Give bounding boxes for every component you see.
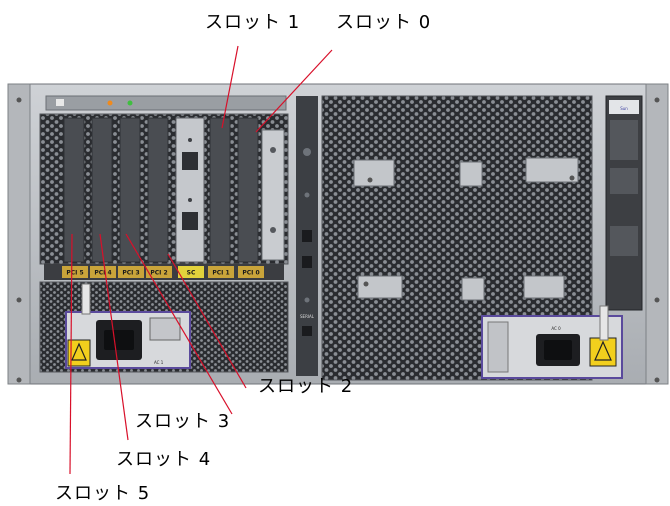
tag-pci0-label: PCI 0 — [242, 270, 259, 277]
tag-sc-label: SC — [187, 270, 196, 277]
tag-pci3 — [118, 266, 144, 278]
power-ok-led-icon — [127, 100, 133, 106]
fan-vent — [321, 95, 593, 381]
slot-1-filler-plate — [209, 117, 231, 263]
slot-4-filler-plate — [91, 117, 113, 263]
tag-pci0 — [238, 266, 264, 278]
right-power-supply: AC 0 — [481, 305, 623, 379]
slot-3-filler-plate — [119, 117, 141, 263]
callout-slot-4: スロット 4 — [116, 449, 212, 470]
tag-pci2-label: PCI 2 — [150, 270, 167, 277]
leader-line-slot-2 — [167, 253, 247, 389]
leader-line-slot-1 — [221, 45, 239, 129]
network-port-icon — [302, 256, 312, 268]
tag-pci4 — [90, 266, 116, 278]
serial-port-icon — [302, 326, 312, 336]
tag-pci1-label: PCI 1 — [212, 270, 229, 277]
serial-port-label: SERIAL — [300, 314, 315, 319]
tag-pci2 — [146, 266, 172, 278]
cable-clip-icon — [599, 305, 609, 341]
slot-2-filler-plate — [147, 117, 169, 263]
leader-line-slot-0 — [255, 49, 333, 133]
callout-slot-0: スロット 0 — [336, 12, 432, 33]
sc-port-icon — [182, 152, 198, 170]
slot-5-filler-plate — [63, 117, 85, 263]
right-power-label: AC 0 — [551, 326, 561, 331]
io-area — [39, 113, 289, 265]
slot-tag-strip: PCI 5 PCI 4 PCI 3 PCI 2 SC PCI 1 PCI 0 — [44, 264, 284, 280]
status-strip — [45, 95, 287, 111]
system-indicator-icon — [56, 99, 64, 106]
left-power-supply: AC 1 — [39, 281, 289, 373]
tag-pci4-label: PCI 4 — [94, 270, 111, 277]
callout-slot-1: スロット 1 — [205, 12, 301, 33]
center-ports: SERIAL — [300, 148, 315, 336]
sun-logo-icon — [609, 100, 639, 114]
tag-pci5 — [62, 266, 88, 278]
leader-line-slot-5 — [69, 233, 73, 475]
service-led-icon — [107, 100, 113, 106]
sun-logo-text: Sun — [620, 106, 628, 111]
callout-slot-5: スロット 5 — [55, 483, 151, 504]
product-label: Sun — [605, 95, 643, 311]
sc-port-icon — [182, 212, 198, 230]
leader-lines — [69, 45, 333, 475]
leader-line-slot-3 — [125, 233, 233, 415]
network-port-icon — [302, 230, 312, 242]
tag-pci5-label: PCI 5 — [66, 270, 83, 277]
callout-slot-3: スロット 3 — [135, 411, 231, 432]
tag-pci3-label: PCI 3 — [122, 270, 139, 277]
locator-button-icon — [303, 148, 311, 156]
slot-0-filler-plate — [237, 117, 259, 263]
left-power-label: AC 1 — [154, 360, 164, 365]
leader-line-slot-4 — [99, 233, 129, 441]
tag-pci1 — [208, 266, 234, 278]
tag-sc — [178, 266, 204, 278]
cable-clip-icon — [81, 283, 91, 315]
callout-slot-2: スロット 2 — [258, 376, 354, 397]
